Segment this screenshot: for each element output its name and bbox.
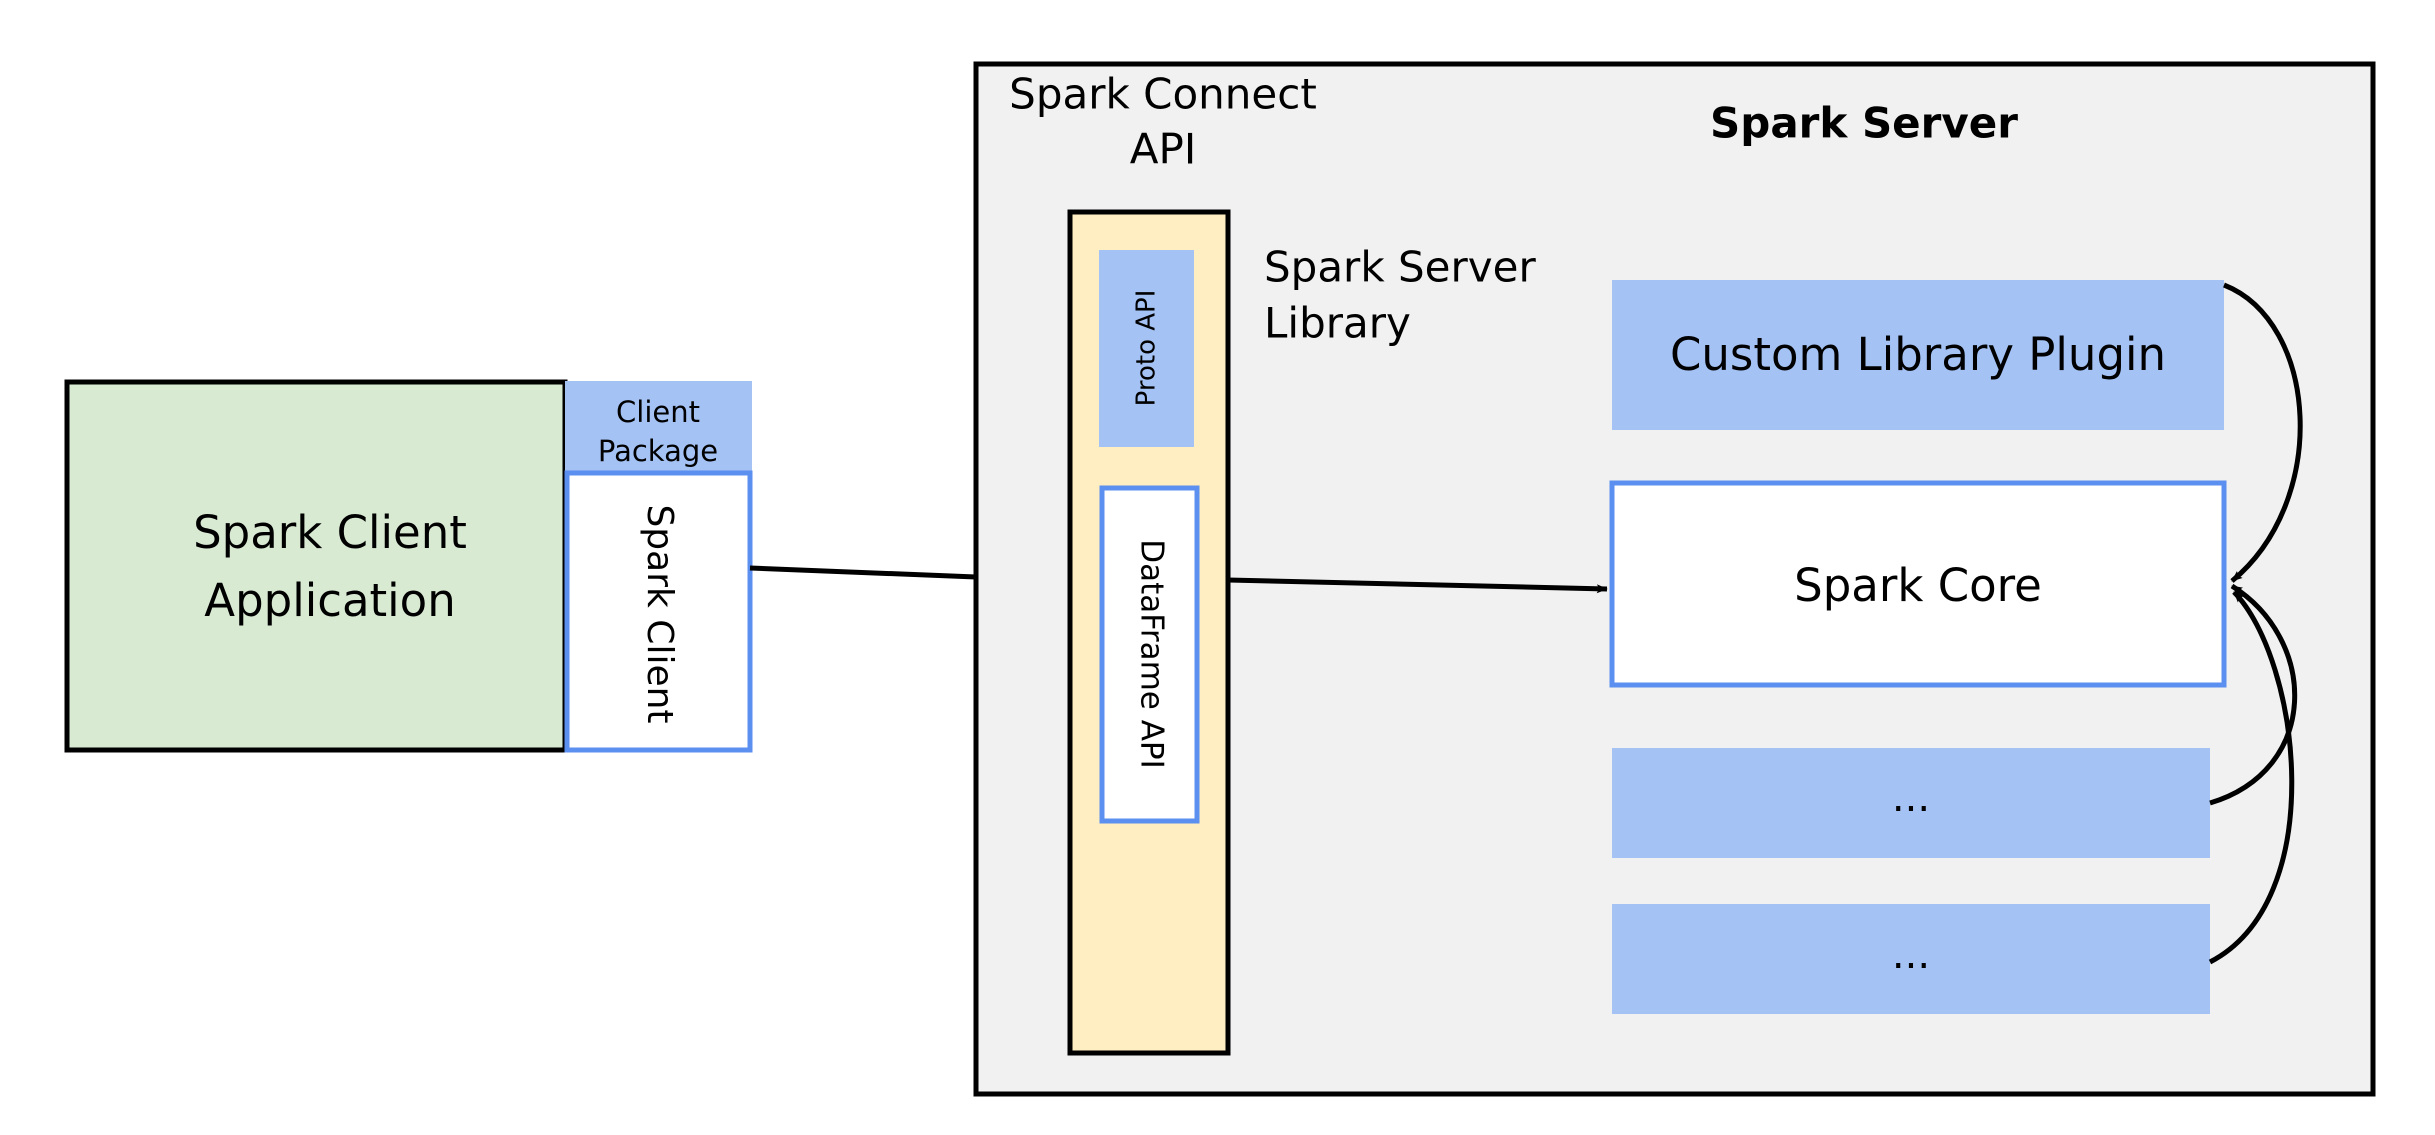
custom-library-plugin-label: Custom Library Plugin	[1670, 328, 2166, 381]
dataframe-api-box	[1099, 485, 1200, 824]
spark-client-application-label-line1: Spark Client	[193, 506, 467, 559]
client-package-label-line1: Client	[616, 395, 700, 429]
spark-client-application-box	[64, 379, 568, 753]
ellipsis-two-box	[1612, 904, 2210, 1014]
edge-client-to-core-segment-b	[1227, 577, 1608, 594]
proto-api-label: Proto API	[1132, 290, 1162, 407]
custom-library-plugin-box	[1612, 280, 2224, 430]
spark-core-label: Spark Core	[1794, 559, 2042, 612]
edge-ellipsis-two-to-core	[2208, 590, 2295, 965]
spark-client-label: Spark Client	[639, 504, 680, 723]
client-package-label-line2: Package	[598, 434, 718, 468]
spark-client-application-label-line2: Application	[204, 574, 455, 627]
edge-ellipsis-one-to-core	[2209, 583, 2298, 806]
spark-core-box	[1609, 480, 2227, 688]
client-package-box	[565, 381, 752, 473]
spark-server-library-label-line2: Library	[1264, 299, 1411, 348]
edge-client-to-core-segment-a	[749, 565, 977, 580]
spark-client-box	[564, 470, 753, 753]
ellipsis-one-box	[1612, 748, 2210, 858]
dataframe-api-label: DataFrame API	[1134, 539, 1170, 769]
spark-server-library-label-line1: Spark Server	[1264, 243, 1536, 292]
ellipsis-two-label: ...	[1892, 932, 1930, 978]
spark-connect-api-label-line1: Spark Connect	[1009, 70, 1317, 119]
spark-connect-api-label-line2: API	[1130, 125, 1196, 174]
edge-plugin-to-core	[2223, 282, 2303, 583]
spark-server-label: Spark Server	[1710, 99, 2018, 148]
proto-api-box	[1099, 250, 1194, 447]
ellipsis-one-label: ...	[1892, 775, 1930, 821]
